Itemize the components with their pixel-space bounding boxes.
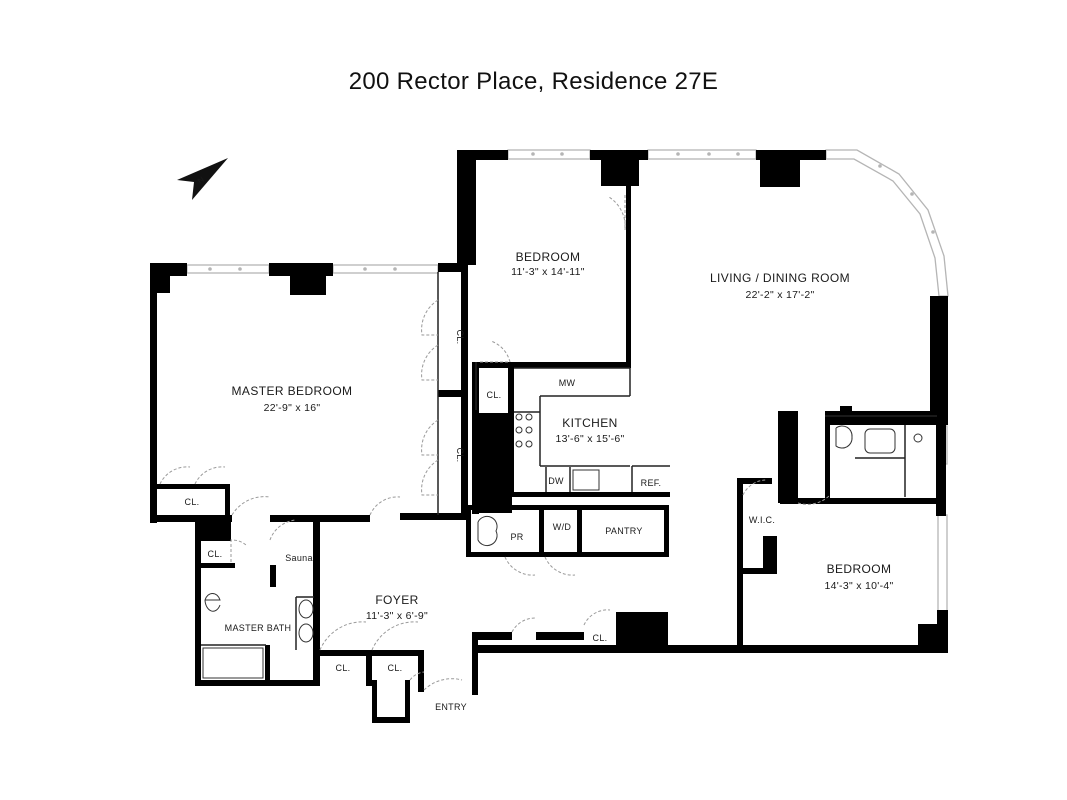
pantry-label: PANTRY — [605, 526, 642, 536]
bath-toilet-icon — [204, 592, 221, 612]
kitchen-dims: 13'-6" x 15'-6" — [555, 433, 624, 445]
pr-label: PR — [510, 532, 523, 542]
master-bedroom-dims: 22'-9" x 16" — [264, 402, 321, 414]
bedroom-north-name: BEDROOM — [516, 250, 581, 264]
pr-toilet-icon — [477, 515, 498, 547]
walls — [150, 150, 948, 723]
bathtub-icon — [202, 647, 264, 679]
door-swings — [159, 195, 831, 691]
foyer-dims: 11'-3" x 6'-9" — [366, 610, 428, 622]
bedroom-north-dims: 11'-3" x 14'-11" — [511, 266, 585, 278]
wic-label: W.I.C. — [749, 515, 775, 525]
living-name: LIVING / DINING ROOM — [710, 271, 850, 285]
living-dims: 22'-2" x 17'-2" — [745, 289, 814, 301]
kitchen-sink — [572, 469, 600, 491]
ensuite-sink-icon — [864, 428, 896, 454]
closet-label-master-lower: CL. — [455, 448, 465, 463]
entry-label: ENTRY — [435, 702, 467, 712]
ensuite-shower-icon — [913, 433, 923, 443]
north-arrow-icon: N — [177, 158, 228, 200]
closet-label-master-upper: CL. — [455, 330, 465, 345]
master-bath-name: MASTER BATH — [225, 623, 292, 633]
sauna-label: Sauna — [285, 553, 313, 563]
closet-label-bath: CL. — [208, 549, 223, 559]
bath-sink-icon-2 — [298, 623, 314, 643]
bedroom-east-dims: 14'-3" x 10'-4" — [824, 580, 893, 592]
ensuite-toilet-icon — [835, 425, 853, 449]
closet-label-hall: CL. — [487, 390, 502, 400]
bath-sink-icon-1 — [298, 599, 314, 619]
partitions — [201, 272, 937, 650]
north-arrow-letter: N — [196, 175, 206, 186]
bedroom-east-name: BEDROOM — [827, 562, 892, 576]
mw-label: MW — [559, 378, 576, 388]
stove-burners-icon — [515, 413, 533, 448]
window-mullions — [208, 152, 935, 271]
closet-label-south: CL. — [593, 633, 608, 643]
closet-label-foyer-2: CL. — [388, 663, 403, 673]
fixtures — [202, 413, 923, 679]
foyer-name: FOYER — [375, 593, 418, 607]
closet-label-foyer-1: CL. — [336, 663, 351, 673]
ref-label: REF. — [641, 478, 662, 488]
plan-title: 200 Rector Place, Residence 27E — [348, 68, 719, 95]
wd-label: W/D — [553, 522, 572, 532]
kitchen-name: KITCHEN — [562, 416, 617, 430]
closet-label-master: CL. — [185, 497, 200, 507]
master-bedroom-name: MASTER BEDROOM — [232, 384, 353, 398]
dw-label: DW — [548, 476, 564, 486]
labels: BEDROOM 11'-3" x 14'-11" LIVING / DINING… — [185, 250, 894, 712]
